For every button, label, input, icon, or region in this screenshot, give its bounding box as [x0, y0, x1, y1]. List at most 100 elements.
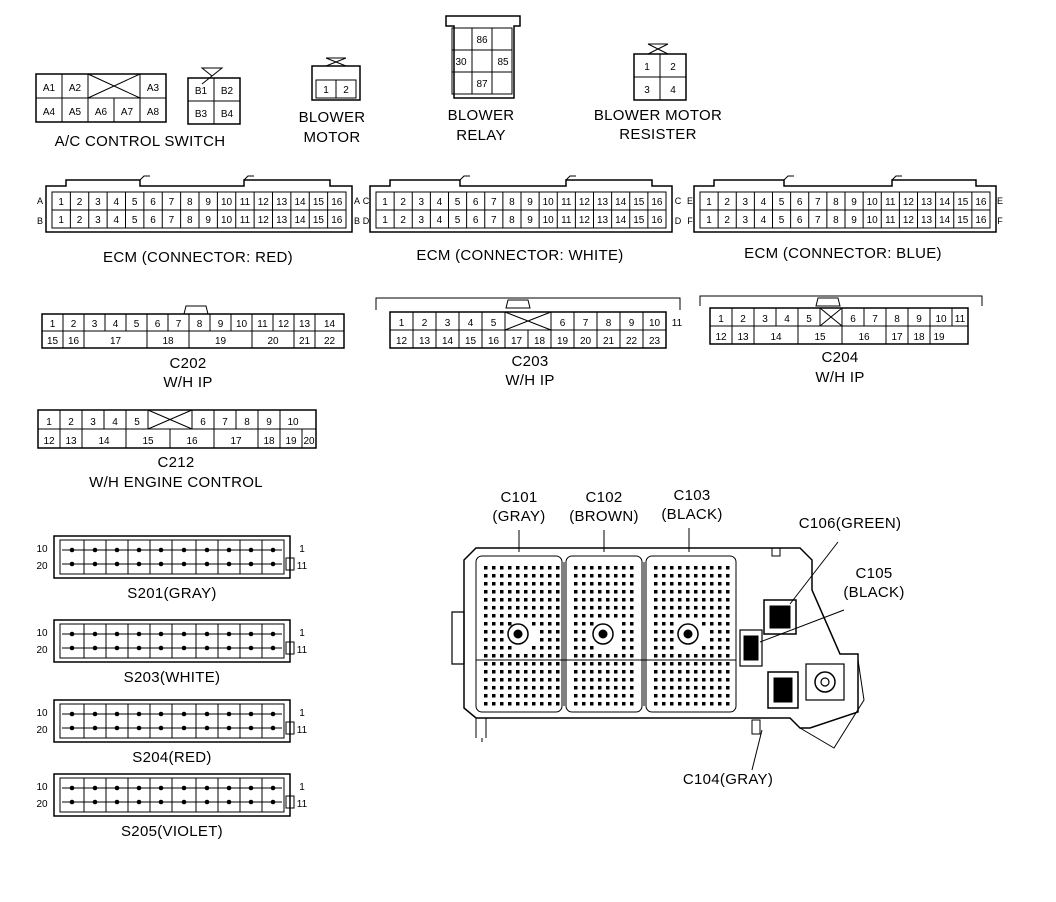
- pin-label: 3: [95, 197, 101, 208]
- pin-label: 9: [916, 314, 922, 325]
- terminal-cavity: [516, 686, 520, 690]
- splice-caption: S203(WHITE): [124, 669, 221, 686]
- terminal-cavity: [484, 582, 488, 586]
- pin-label: 10: [935, 314, 947, 325]
- terminal-cavity: [622, 654, 626, 658]
- splice-pin: [226, 711, 232, 717]
- pin-label: 1: [323, 85, 329, 96]
- terminal-cavity: [492, 590, 496, 594]
- pin-label: 17: [511, 336, 523, 347]
- terminal-cavity: [556, 582, 560, 586]
- pin-label: 8: [833, 197, 839, 208]
- splice-pin: [181, 785, 187, 791]
- terminal-cavity: [500, 678, 504, 682]
- terminal-cavity: [662, 606, 666, 610]
- terminal-cavity: [590, 574, 594, 578]
- terminal-cavity: [492, 582, 496, 586]
- pin-label: 14: [770, 332, 782, 343]
- terminal-cavity: [710, 566, 714, 570]
- terminal-cavity: [622, 638, 626, 642]
- terminal-cavity: [670, 574, 674, 578]
- pin-label: A3: [147, 83, 160, 94]
- pin-label: 21: [603, 336, 615, 347]
- splice-pin: [136, 725, 142, 731]
- pin-label: A6: [95, 107, 108, 118]
- terminal-cavity: [678, 582, 682, 586]
- splice-pin: [226, 631, 232, 637]
- terminal-cavity: [540, 654, 544, 658]
- terminal-cavity: [678, 686, 682, 690]
- terminal-cavity: [662, 622, 666, 626]
- terminal-cavity: [574, 662, 578, 666]
- terminal-cavity: [540, 678, 544, 682]
- pin-label: 16: [68, 336, 80, 347]
- terminal-cavity: [726, 582, 730, 586]
- pin-label: 8: [606, 318, 612, 329]
- terminal-cavity: [726, 686, 730, 690]
- pin-label: 3: [743, 215, 749, 226]
- splice-pin: [114, 561, 120, 567]
- terminal-cavity: [500, 622, 504, 626]
- terminal-cavity: [574, 622, 578, 626]
- terminal-cavity: [532, 566, 536, 570]
- terminal-cavity: [662, 670, 666, 674]
- pin-label: 4: [437, 215, 443, 226]
- terminal-cavity: [548, 582, 552, 586]
- connector-caption: C204: [821, 349, 858, 366]
- terminal-cavity: [726, 646, 730, 650]
- terminal-cavity: [702, 614, 706, 618]
- terminal-cavity: [726, 566, 730, 570]
- terminal-cavity: [548, 686, 552, 690]
- terminal-cavity: [582, 646, 586, 650]
- terminal-cavity: [500, 702, 504, 706]
- terminal-cavity: [524, 582, 528, 586]
- terminal-cavity: [516, 694, 520, 698]
- pin-label: 2: [77, 215, 83, 226]
- pin-label: 7: [169, 197, 175, 208]
- terminal-cavity: [582, 662, 586, 666]
- terminal-cavity: [662, 654, 666, 658]
- terminal-cavity: [630, 662, 634, 666]
- terminal-cavity: [508, 694, 512, 698]
- terminal-cavity: [492, 686, 496, 690]
- terminal-cavity: [654, 678, 658, 682]
- terminal-cavity: [662, 702, 666, 706]
- terminal-cavity: [598, 694, 602, 698]
- terminal-cavity: [614, 662, 618, 666]
- terminal-cavity: [718, 702, 722, 706]
- terminal-cavity: [548, 630, 552, 634]
- terminal-cavity: [718, 590, 722, 594]
- pin-label: 18: [263, 436, 275, 447]
- pin-label: 14: [615, 215, 627, 226]
- pin-label: 3: [743, 197, 749, 208]
- terminal-cavity: [484, 622, 488, 626]
- pin-label: 2: [400, 197, 406, 208]
- connector-caption: W/H IP: [815, 369, 864, 386]
- terminal-cavity: [710, 670, 714, 674]
- terminal-cavity: [492, 678, 496, 682]
- terminal-cavity: [484, 606, 488, 610]
- pin-label: 11: [885, 215, 896, 226]
- pin-label: 4: [113, 319, 119, 330]
- terminal-cavity: [540, 622, 544, 626]
- terminal-cavity: [654, 686, 658, 690]
- terminal-cavity: [548, 606, 552, 610]
- terminal-cavity: [492, 638, 496, 642]
- pin-label: 10: [221, 215, 233, 226]
- pin-label: 7: [815, 197, 821, 208]
- terminal-cavity: [630, 630, 634, 634]
- terminal-cavity: [548, 622, 552, 626]
- terminal-cavity: [516, 566, 520, 570]
- terminal-cavity: [694, 686, 698, 690]
- terminal-cavity: [718, 630, 722, 634]
- terminal-cavity: [540, 582, 544, 586]
- terminal-cavity: [710, 646, 714, 650]
- terminal-cavity: [614, 702, 618, 706]
- terminal-cavity: [694, 702, 698, 706]
- c103-label: (BLACK): [661, 506, 722, 523]
- terminal-cavity: [492, 630, 496, 634]
- pin-label: 11: [240, 215, 251, 226]
- terminal-cavity: [532, 598, 536, 602]
- terminal-cavity: [548, 566, 552, 570]
- pin-label: 30: [455, 57, 467, 68]
